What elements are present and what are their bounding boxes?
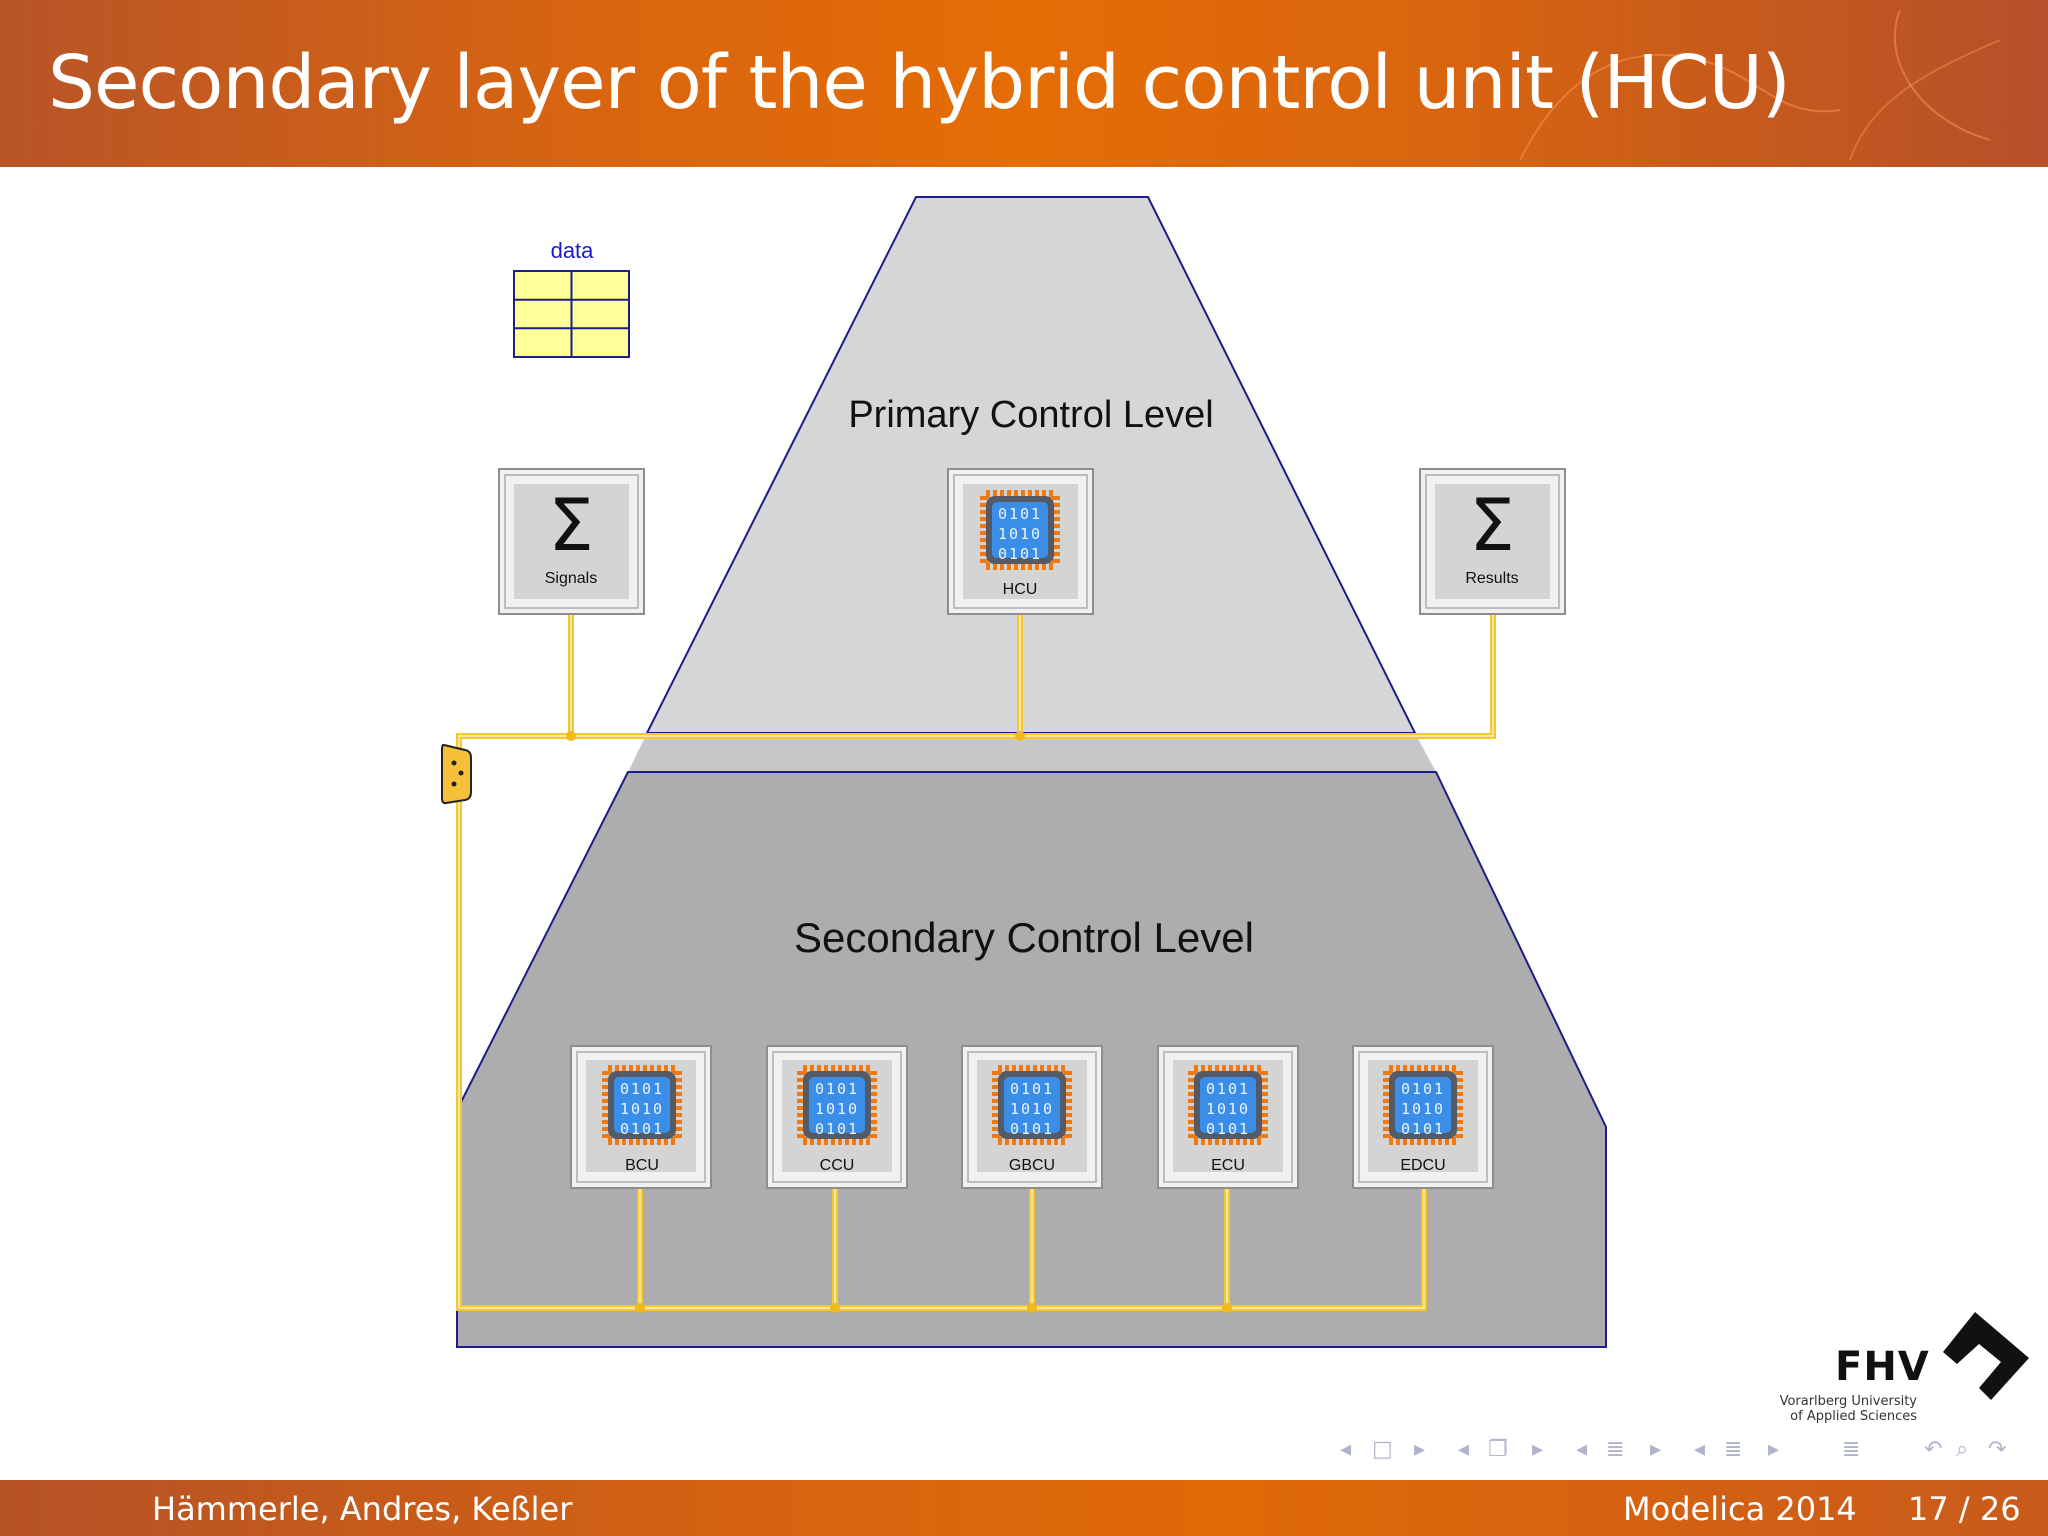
primary-level-label: Primary Control Level [848,394,1213,436]
chip-bits-text: 1010 [998,525,1042,543]
signals-block[interactable]: Σ Signals [498,468,645,615]
page-number: 17 / 26 [1908,1490,2021,1528]
level-separator-strip [628,733,1436,772]
right-arrow-icon[interactable]: ▸ [1768,1437,1780,1462]
chip-bits-text: 0101 [815,1080,859,1098]
left-arrow-icon[interactable]: ◂ [1340,1437,1352,1462]
chip-bits-text: 1010 [1206,1100,1250,1118]
chip-bits-text: 0101 [998,505,1042,523]
chip-bits-text: 0101 [620,1080,664,1098]
chip-icon: 0101 1010 0101 [1383,1065,1463,1145]
back-icon[interactable]: ↶ [1924,1437,1943,1462]
logo-line-1: Vorarlberg University [1779,1394,1917,1409]
signals-label: Signals [545,570,597,587]
results-block[interactable]: Σ Results [1419,468,1566,615]
chip-bits-text: 0101 [1010,1080,1054,1098]
chip-icon: 0101 1010 0101 [797,1065,877,1145]
chip-bits-text: 0101 [1401,1120,1445,1138]
ecu-block[interactable]: 0101 1010 0101 ECU [1157,1045,1299,1189]
title-decoration [1519,9,2001,161]
chip-bits-text: 0101 [815,1120,859,1138]
bcu-block[interactable]: 0101 1010 0101 BCU [570,1045,712,1189]
title-bar: Secondary layer of the hybrid control un… [0,0,2048,167]
slide-list-icon[interactable]: ≣ [1724,1437,1743,1462]
ccu-block[interactable]: 0101 1010 0101 CCU [766,1045,908,1189]
logo-line-2: of Applied Sciences [1790,1409,1917,1424]
chip-bits-text: 1010 [620,1100,664,1118]
navigation-bar: ◂ □ ▸ ◂ ❐ ▸ ◂ ≣ ▸ ◂ ≣ ▸ ≣ ↶ ⌕ ↷ [1330,1432,2040,1468]
sum-icon: Σ [548,483,594,567]
right-arrow-icon[interactable]: ▸ [1414,1437,1426,1462]
slide-title: Secondary layer of the hybrid control un… [48,40,1791,126]
bus-connector-icon[interactable] [441,743,472,805]
chip-bits-text: 0101 [1401,1080,1445,1098]
hcu-block[interactable]: 0101 1010 0101 HCU [947,468,1094,615]
section-icon[interactable]: ≣ [1606,1437,1625,1462]
left-arrow-icon[interactable]: ◂ [1576,1437,1588,1462]
ccu-label: CCU [820,1157,855,1174]
hcu-diagram: Primary Control Level Secondary Control … [441,196,1607,1348]
chip-icon: 0101 1010 0101 [1188,1065,1268,1145]
forward-icon[interactable]: ↷ [1988,1437,2007,1462]
results-label: Results [1465,570,1518,587]
chip-bits-text: 0101 [620,1120,664,1138]
chip-icon: 0101 1010 0101 [602,1065,682,1145]
footer-conference: Modelica 2014 [1623,1490,1857,1528]
right-arrow-icon[interactable]: ▸ [1532,1437,1544,1462]
fhv-mark-icon [1943,1312,2029,1400]
chip-icon: 0101 1010 0101 [992,1065,1072,1145]
sum-icon: Σ [1469,483,1515,567]
edcu-label: EDCU [1400,1157,1445,1174]
right-arrow-icon[interactable]: ▸ [1650,1437,1662,1462]
chip-icon: 0101 1010 0101 [980,490,1060,570]
search-icon[interactable]: ⌕ [1956,1437,1969,1462]
data-table-label: data [551,238,595,263]
footer-bar: Hämmerle, Andres, Keßler Modelica 2014 1… [0,1480,2048,1536]
data-table-icon[interactable] [513,270,630,358]
gbcu-label: GBCU [1009,1157,1055,1174]
align-icon[interactable]: ≣ [1842,1437,1861,1462]
hcu-label: HCU [1003,581,1038,598]
left-arrow-icon[interactable]: ◂ [1694,1437,1706,1462]
ecu-label: ECU [1211,1157,1245,1174]
bcu-label: BCU [625,1157,659,1174]
chip-bits-text: 1010 [1401,1100,1445,1118]
top-blocks: Σ Signals 0101 1010 0101 HCU Σ Results [498,468,1566,615]
chip-bits-text: 1010 [815,1100,859,1118]
bus-junction-dots [566,731,1232,1313]
edcu-block[interactable]: 0101 1010 0101 EDCU [1352,1045,1494,1189]
frame-icon[interactable]: □ [1372,1437,1393,1462]
subsection-icon[interactable]: ❐ [1488,1437,1508,1462]
bottom-blocks: 0101 1010 0101 BCU 0101 1010 0101 CCU 0101 10… [570,1045,1494,1189]
chip-bits-text: 0101 [1206,1120,1250,1138]
chip-bits-text: 1010 [1010,1100,1054,1118]
logo-name: FHV [1835,1344,1930,1390]
fhv-logo: FHV Vorarlberg University of Applied Sci… [1775,1308,2035,1424]
secondary-level-label: Secondary Control Level [794,914,1254,961]
primary-level-shape [645,196,1417,734]
footer-authors: Hämmerle, Andres, Keßler [152,1490,573,1528]
bus-lines [456,601,1496,1311]
gbcu-block[interactable]: 0101 1010 0101 GBCU [961,1045,1103,1189]
chip-bits-text: 0101 [998,545,1042,563]
chip-bits-text: 0101 [1206,1080,1250,1098]
chip-bits-text: 0101 [1010,1120,1054,1138]
left-arrow-icon[interactable]: ◂ [1458,1437,1470,1462]
